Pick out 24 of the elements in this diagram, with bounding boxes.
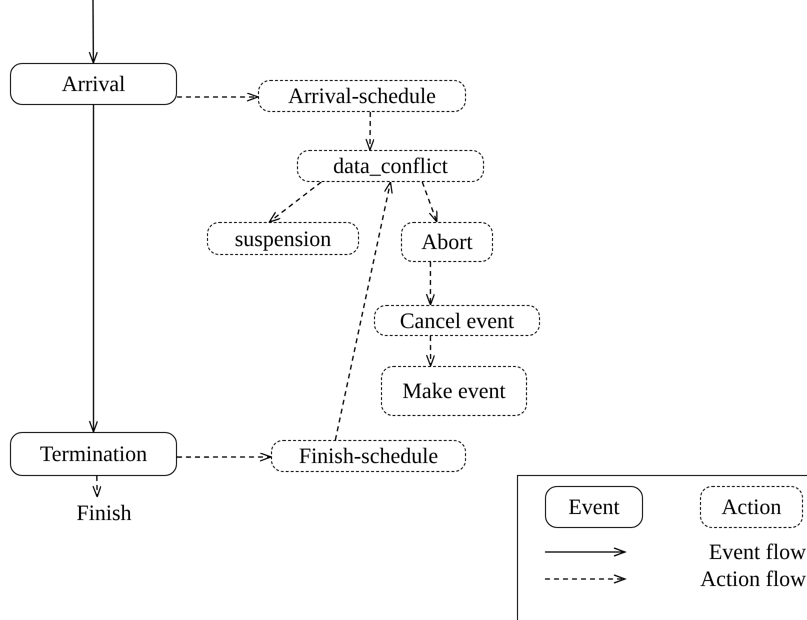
arrow	[268, 181, 322, 223]
action-legend-box: Action	[700, 486, 803, 528]
arrow	[177, 452, 272, 462]
action-box: Finish-schedule	[271, 440, 466, 472]
arrow	[177, 92, 259, 102]
arrow	[426, 336, 436, 367]
action-box: suspension	[207, 222, 359, 255]
event-box: Arrival	[10, 63, 177, 105]
arrow	[88, 0, 98, 64]
action-box: Arrival-schedule	[258, 80, 466, 112]
action-box: Make event	[381, 366, 527, 416]
arrow	[92, 476, 102, 498]
arrow	[88, 105, 98, 433]
arrow	[365, 112, 375, 151]
action-box: Abort	[401, 222, 493, 262]
action-box: Cancel event	[374, 305, 540, 336]
event-legend-box: Event	[545, 486, 643, 528]
legend-label: Event flow	[708, 541, 806, 563]
arrow	[422, 182, 438, 223]
arrow	[334, 181, 393, 440]
arrow	[426, 262, 436, 306]
event-box: Termination	[10, 432, 177, 476]
action-box: data_conflict	[297, 150, 484, 182]
legend-label: Action flow	[700, 568, 806, 590]
